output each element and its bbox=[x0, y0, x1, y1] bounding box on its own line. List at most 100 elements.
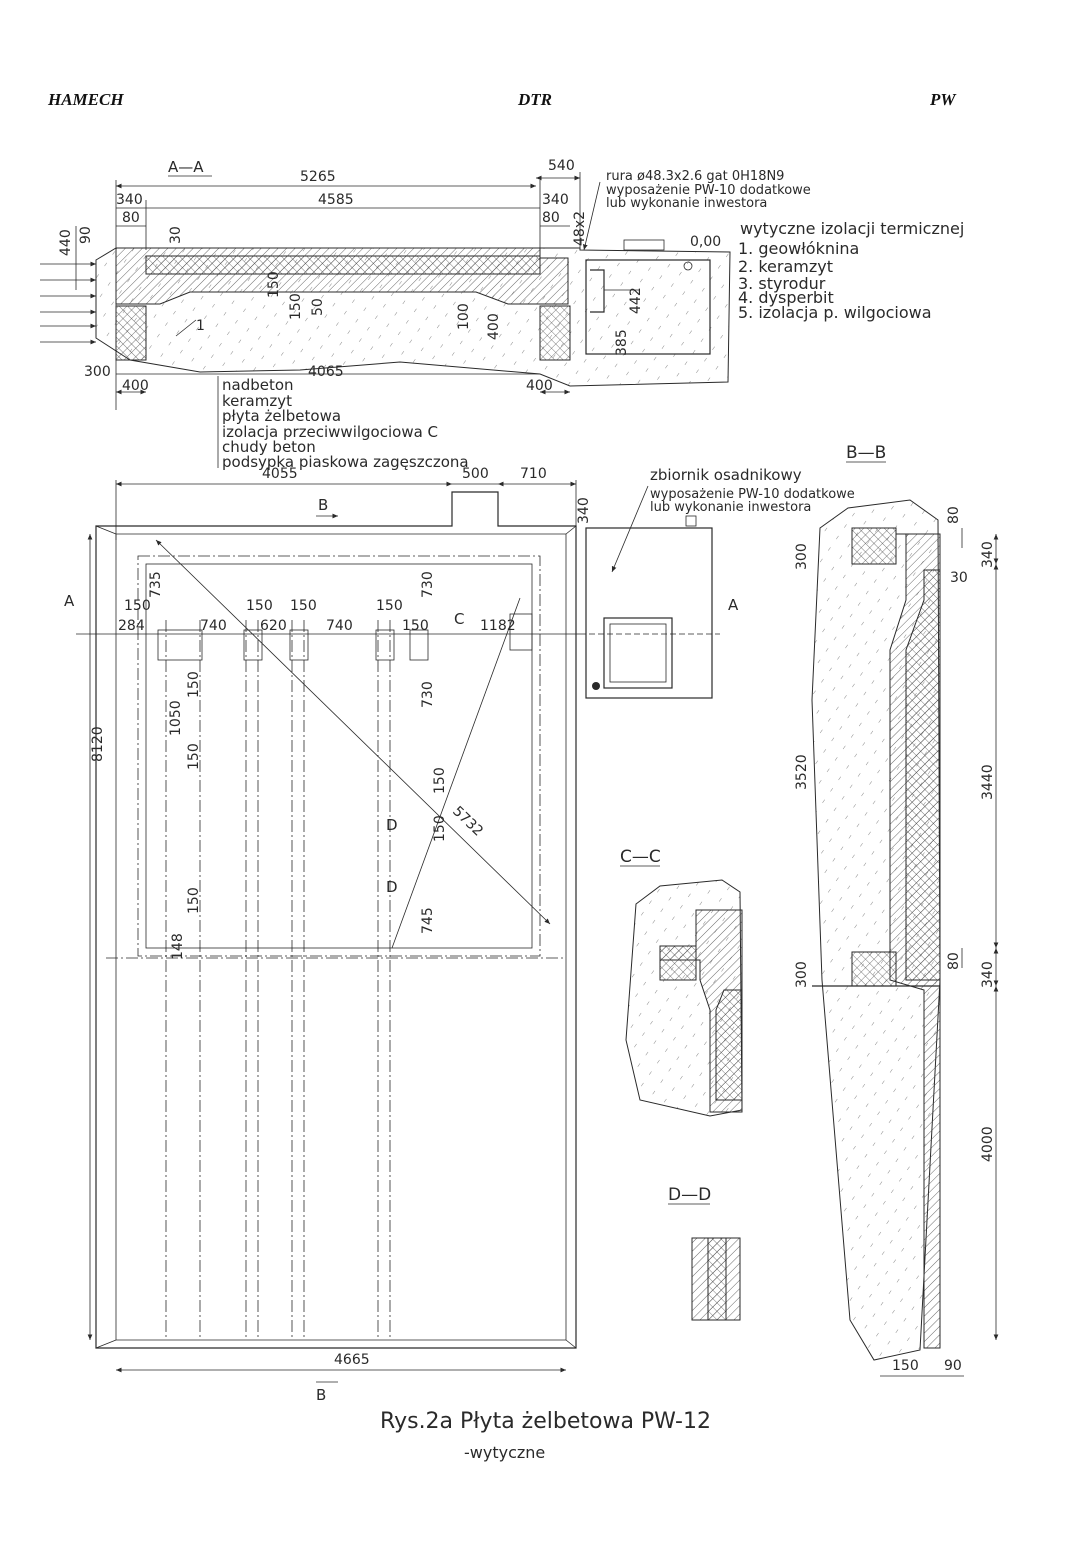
dim-vert-6: 150 bbox=[432, 767, 448, 794]
pipe-note-1: wyposażenie PW-10 dodatkowe bbox=[606, 183, 811, 198]
dim-aa-inner-2: 100 bbox=[456, 303, 472, 330]
dim-aa-top-2: 340 bbox=[116, 192, 143, 208]
dim-plan-top-0: 4055 bbox=[262, 466, 298, 482]
dim-aa-inner-5: 385 bbox=[614, 329, 630, 356]
dim-plan-top-3: 340 bbox=[576, 497, 592, 524]
section-aa-title: A—A bbox=[168, 158, 204, 176]
section-bb-title: B—B bbox=[846, 443, 886, 463]
dim-aa-left-0: 440 bbox=[58, 229, 74, 256]
dim-plan-left: 8120 bbox=[90, 726, 106, 762]
dim-vert-0: 735 bbox=[148, 571, 164, 598]
insulation-item-5: 5. izolacja p. wilgociowa bbox=[738, 303, 932, 322]
dim-vert-7: 150 bbox=[432, 815, 448, 842]
dim-vert-1: 730 bbox=[420, 571, 436, 598]
section-mark-a-right: A bbox=[728, 596, 739, 614]
dim-aa-top-1: 540 bbox=[548, 158, 575, 174]
dim-aa-bottom-0: 300 bbox=[84, 364, 111, 380]
dim-row-1: 284 bbox=[118, 618, 145, 634]
section-cc: C—C bbox=[620, 847, 743, 1117]
dim-bb-right-4: 80 bbox=[946, 952, 962, 970]
caption-line-2: -wytyczne bbox=[464, 1443, 545, 1462]
header-right: PW bbox=[930, 90, 956, 109]
dim-row-8: 150 bbox=[402, 618, 429, 634]
dim-aa-left-2: 30 bbox=[168, 226, 184, 244]
dim-aa-top-6: 80 bbox=[542, 210, 560, 226]
dim-aa-level: 0,00 bbox=[690, 234, 721, 250]
layer-2: płyta żelbetowa bbox=[222, 407, 341, 425]
dim-bb-right-0: 80 bbox=[946, 506, 962, 524]
tank-note-0: wyposażenie PW-10 dodatkowe bbox=[650, 487, 855, 502]
dim-bb-left-2: 300 bbox=[794, 961, 810, 988]
dim-aa-inner-1: 50 bbox=[310, 298, 326, 316]
layer-3: izolacja przeciwwilgociowa C bbox=[222, 423, 438, 441]
pipe-note-0: rura ø48.3x2.6 gat 0H18N9 bbox=[606, 169, 784, 184]
section-dd-title: D—D bbox=[668, 1185, 711, 1205]
section-mark-c: C bbox=[454, 610, 464, 628]
insulation-title: wytyczne izolacji termicznej bbox=[740, 219, 964, 238]
section-mark-b-bottom: B bbox=[316, 1386, 326, 1404]
dim-bb-left-0: 300 bbox=[794, 543, 810, 570]
insulation-item-1: 1. geowłóknina bbox=[738, 239, 859, 258]
dim-row-3: 150 bbox=[246, 598, 273, 614]
pipe-note-2: lub wykonanie inwestora bbox=[606, 196, 767, 211]
dim-aa-inner-6: 1 bbox=[196, 318, 205, 334]
dim-bb-right-2: 30 bbox=[950, 570, 968, 586]
dim-row-2: 740 bbox=[200, 618, 227, 634]
dim-aa-top-4: 340 bbox=[542, 192, 569, 208]
dim-vert-10: 148 bbox=[170, 933, 186, 960]
section-bb: B—B 80 340 30 3440 80 340 4000 300 3520 … bbox=[794, 443, 999, 1377]
dim-diagonal: 5732 bbox=[449, 803, 486, 839]
dim-aa-left-1: 90 bbox=[78, 226, 94, 244]
dim-aa-top-0: 5265 bbox=[300, 169, 336, 185]
dim-row-0: 150 bbox=[124, 598, 151, 614]
dim-row-5: 150 bbox=[290, 598, 317, 614]
dim-row-4: 620 bbox=[260, 618, 287, 634]
dim-bb-bottom-1: 90 bbox=[944, 1358, 962, 1374]
layer-5: podsypka piaskowa zagęszczona bbox=[222, 453, 469, 471]
dim-aa-top-5: 80 bbox=[122, 210, 140, 226]
dim-vert-8: 745 bbox=[420, 907, 436, 934]
layer-0: nadbeton bbox=[222, 376, 294, 394]
dim-bb-left-1: 3520 bbox=[794, 754, 810, 790]
section-mark-a-left: A bbox=[64, 592, 75, 610]
dim-aa-bottom-2: 4065 bbox=[308, 364, 344, 380]
dim-aa-bottom-1: 400 bbox=[122, 378, 149, 394]
dim-bb-right-5: 340 bbox=[980, 961, 996, 988]
dim-aa-top-3: 4585 bbox=[318, 192, 354, 208]
dim-row-6: 740 bbox=[326, 618, 353, 634]
dim-bb-right-3: 3440 bbox=[980, 764, 996, 800]
header-left: HAMECH bbox=[48, 90, 124, 109]
layer-1: keramzyt bbox=[222, 392, 292, 410]
dim-bb-right-6: 4000 bbox=[980, 1126, 996, 1162]
insulation-item-4: 4. dysperbit bbox=[738, 288, 834, 307]
dim-plan-bottom: 4665 bbox=[334, 1352, 370, 1368]
caption-line-1: Rys.2a Płyta żelbetowa PW-12 bbox=[380, 1409, 711, 1434]
section-aa: A—A 5265 540 340 4585 340 80 80 440 90 3… bbox=[40, 158, 964, 471]
layer-4: chudy beton bbox=[222, 438, 316, 456]
insulation-item-3: 3. styrodur bbox=[738, 274, 826, 293]
section-mark-d-bottom: D bbox=[386, 878, 398, 896]
plan-view: 4055 500 710 340 8120 4665 bbox=[64, 466, 855, 1404]
dim-vert-5: 150 bbox=[186, 743, 202, 770]
dim-plan-top-1: 500 bbox=[462, 466, 489, 482]
section-mark-b-top: B bbox=[318, 496, 328, 514]
dim-row-7: 150 bbox=[376, 598, 403, 614]
header-center: DTR bbox=[518, 90, 552, 109]
dim-vert-4: 730 bbox=[420, 681, 436, 708]
dim-aa-inner-0: 150 bbox=[266, 271, 282, 298]
dim-bb-bottom-0: 150 bbox=[892, 1358, 919, 1374]
pipe-dim: 48x2 bbox=[572, 211, 588, 246]
tank-note-1: lub wykonanie inwestora bbox=[650, 500, 811, 515]
dim-aa-inner-3: 400 bbox=[486, 313, 502, 340]
dim-plan-top-2: 710 bbox=[520, 466, 547, 482]
tank-label: zbiornik osadnikowy bbox=[650, 466, 802, 484]
dim-aa-inner-0b: 150 bbox=[288, 293, 304, 320]
section-dd: D—D bbox=[668, 1185, 741, 1321]
dim-bb-right-1: 340 bbox=[980, 541, 996, 568]
section-cc-title: C—C bbox=[620, 847, 661, 867]
dim-vert-3: 1050 bbox=[168, 700, 184, 736]
dim-aa-bottom-3: 400 bbox=[526, 378, 553, 394]
dim-aa-inner-4: 442 bbox=[628, 287, 644, 314]
section-mark-d-top: D bbox=[386, 816, 398, 834]
